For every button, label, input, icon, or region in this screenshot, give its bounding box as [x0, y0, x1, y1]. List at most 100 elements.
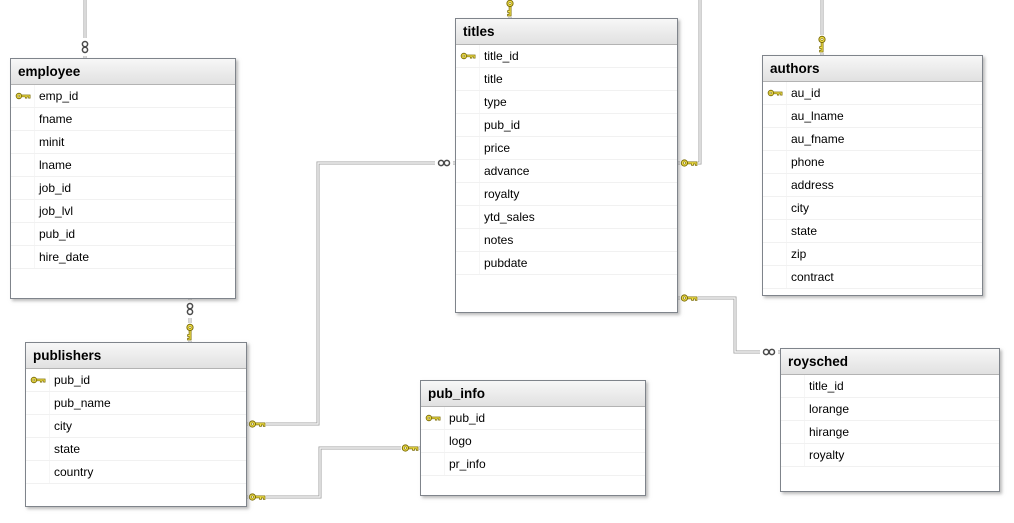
column-row-royalty[interactable]: royalty — [781, 444, 999, 467]
column-name: phone — [791, 155, 825, 169]
key-icon — [15, 92, 30, 100]
column-name: royalty — [809, 448, 845, 462]
table-title: authors — [770, 61, 820, 76]
column-row-title[interactable]: title — [456, 68, 677, 91]
table-title: titles — [463, 24, 495, 39]
column-row-pub_id[interactable]: pub_id — [11, 223, 235, 246]
column-row-state[interactable]: state — [763, 220, 982, 243]
row-gutter — [456, 229, 480, 251]
column-name: lname — [39, 158, 72, 172]
column-row-royalty[interactable]: royalty — [456, 183, 677, 206]
column-name: notes — [484, 233, 514, 247]
one-end-key-icon — [505, 0, 515, 17]
column-name: royalty — [484, 187, 520, 201]
one-end-key-icon — [248, 492, 266, 502]
column-name: hirange — [809, 425, 850, 439]
column-name: advance — [484, 164, 530, 178]
row-gutter — [781, 375, 805, 397]
column-row-pr_info[interactable]: pr_info — [421, 453, 645, 476]
table-title-bar[interactable]: titles — [456, 19, 677, 45]
column-row-phone[interactable]: phone — [763, 151, 982, 174]
table-title-bar[interactable]: employee — [11, 59, 235, 85]
column-row-au_id[interactable]: au_id — [763, 82, 982, 105]
column-row-state[interactable]: state — [26, 438, 246, 461]
relationship-connector-publishers-titles[interactable] — [247, 158, 455, 429]
relationship-connector-titles[interactable] — [678, 0, 702, 168]
row-gutter — [456, 183, 480, 205]
column-row-title_id[interactable]: title_id — [456, 45, 677, 68]
column-name: pub_id — [54, 373, 91, 387]
primary-key-icon — [456, 45, 480, 67]
row-gutter — [763, 243, 787, 265]
column-row-job_lvl[interactable]: job_lvl — [11, 200, 235, 223]
relationship-connector-titles[interactable] — [505, 0, 515, 18]
column-name: au_lname — [791, 109, 844, 123]
row-gutter — [763, 174, 787, 196]
table-title: pub_info — [428, 386, 485, 401]
column-name: title_id — [809, 379, 844, 393]
column-row-contract[interactable]: contract — [763, 266, 982, 289]
column-row-hirange[interactable]: hirange — [781, 421, 999, 444]
row-gutter — [456, 91, 480, 113]
table-title-bar[interactable]: pub_info — [421, 381, 645, 407]
column-row-notes[interactable]: notes — [456, 229, 677, 252]
column-name: type — [484, 95, 507, 109]
column-row-advance[interactable]: advance — [456, 160, 677, 183]
column-row-pub_id[interactable]: pub_id — [456, 114, 677, 137]
column-row-pub_id[interactable]: pub_id — [26, 369, 246, 392]
column-row-pubdate[interactable]: pubdate — [456, 252, 677, 275]
column-row-city[interactable]: city — [763, 197, 982, 220]
table-title: roysched — [788, 354, 849, 369]
column-row-country[interactable]: country — [26, 461, 246, 484]
table-title: publishers — [33, 348, 102, 363]
column-name: pr_info — [449, 457, 486, 471]
column-row-city[interactable]: city — [26, 415, 246, 438]
column-row-fname[interactable]: fname — [11, 108, 235, 131]
column-row-minit[interactable]: minit — [11, 131, 235, 154]
relationship-connector-publishers-pub_info[interactable] — [247, 443, 420, 502]
column-name: title — [484, 72, 503, 86]
column-row-hire_date[interactable]: hire_date — [11, 246, 235, 269]
row-gutter — [456, 114, 480, 136]
column-row-au_lname[interactable]: au_lname — [763, 105, 982, 128]
column-row-zip[interactable]: zip — [763, 243, 982, 266]
column-row-title_id[interactable]: title_id — [781, 375, 999, 398]
key-icon — [30, 376, 45, 384]
column-row-ytd_sales[interactable]: ytd_sales — [456, 206, 677, 229]
column-row-price[interactable]: price — [456, 137, 677, 160]
column-name: price — [484, 141, 511, 155]
table-title-bar[interactable]: roysched — [781, 349, 999, 375]
row-gutter — [421, 453, 445, 475]
column-row-lorange[interactable]: lorange — [781, 398, 999, 421]
column-row-pub_name[interactable]: pub_name — [26, 392, 246, 415]
row-gutter — [781, 421, 805, 443]
column-row-job_id[interactable]: job_id — [11, 177, 235, 200]
row-gutter — [26, 415, 50, 437]
column-row-emp_id[interactable]: emp_id — [11, 85, 235, 108]
relationship-connector-authors[interactable] — [817, 0, 827, 55]
table-title-bar[interactable]: authors — [763, 56, 982, 82]
row-gutter — [763, 220, 787, 242]
relationship-connector-titles-roysched[interactable] — [678, 293, 780, 357]
column-row-type[interactable]: type — [456, 91, 677, 114]
column-row-address[interactable]: address — [763, 174, 982, 197]
relationship-connector-employee-publishers[interactable] — [185, 299, 195, 342]
column-row-lname[interactable]: lname — [11, 154, 235, 177]
key-icon — [767, 89, 782, 97]
column-name: au_id — [791, 86, 821, 100]
column-row-logo[interactable]: logo — [421, 430, 645, 453]
relationship-connector-employee[interactable] — [80, 0, 90, 58]
column-row-au_fname[interactable]: au_fname — [763, 128, 982, 151]
column-name: city — [791, 201, 809, 215]
table-title-bar[interactable]: publishers — [26, 343, 246, 369]
column-row-pub_id[interactable]: pub_id — [421, 407, 645, 430]
